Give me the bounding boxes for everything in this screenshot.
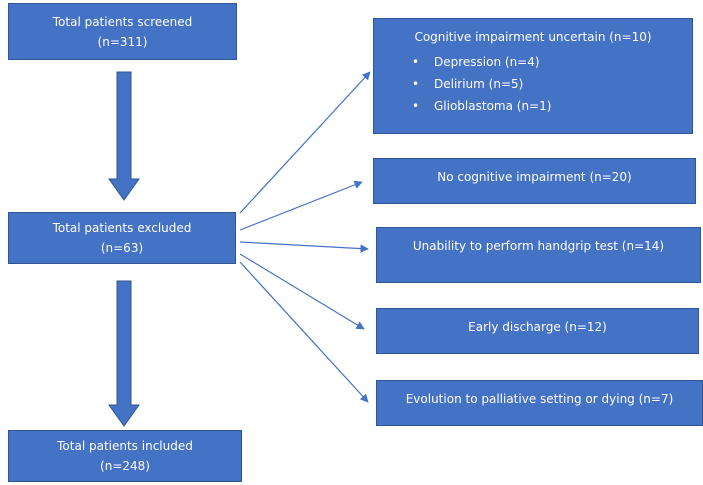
arrow-to-uncertain	[239, 71, 371, 214]
no-impairment-box: No cognitive impairment (n=20)	[373, 158, 696, 204]
uncertain-box: Cognitive impairment uncertain (n=10) • …	[373, 18, 693, 134]
included-box: Total patients included (n=248)	[8, 430, 242, 482]
list-item-text: Glioblastoma (n=1)	[434, 99, 552, 113]
list-item-text: Depression (n=4)	[434, 55, 540, 69]
list-item-text: Delirium (n=5)	[434, 77, 524, 91]
included-count: (n=248)	[100, 459, 150, 473]
no-impairment-label: No cognitive impairment (n=20)	[437, 170, 632, 184]
early-discharge-box: Early discharge (n=12)	[376, 308, 699, 354]
excluded-label: Total patients excluded	[52, 221, 192, 235]
handgrip-label: Unability to perform handgrip test (n=14…	[412, 239, 665, 253]
arrow-to-no-impairment	[239, 180, 363, 231]
palliative-label: Evolution to palliative setting or dying…	[405, 392, 674, 406]
palliative-box: Evolution to palliative setting or dying…	[376, 380, 703, 426]
uncertain-list: • Depression (n=4) • Delirium (n=5) • Gl…	[374, 51, 692, 117]
arrow-to-handgrip	[239, 241, 369, 253]
bullet-icon: •	[412, 99, 420, 113]
arrow-to-early-discharge	[239, 253, 365, 330]
excluded-count: (n=63)	[100, 241, 144, 255]
handgrip-box: Unability to perform handgrip test (n=14…	[376, 227, 701, 283]
list-item: • Delirium (n=5)	[374, 73, 692, 95]
down-arrow-excluded-to-included	[108, 280, 140, 427]
screened-count: (n=311)	[97, 34, 148, 49]
screened-box: Total patients screened (n=311)	[8, 3, 237, 60]
down-arrow-screened-to-excluded	[108, 71, 140, 201]
early-discharge-label: Early discharge (n=12)	[468, 320, 607, 334]
excluded-box: Total patients excluded (n=63)	[8, 212, 236, 264]
list-item: • Depression (n=4)	[374, 51, 692, 73]
uncertain-title: Cognitive impairment uncertain (n=10)	[414, 30, 652, 44]
bullet-icon: •	[412, 55, 420, 69]
arrow-to-palliative	[239, 261, 369, 403]
included-label: Total patients included	[57, 439, 193, 453]
bullet-icon: •	[412, 77, 420, 91]
list-item: • Glioblastoma (n=1)	[374, 95, 692, 117]
screened-label: Total patients screened	[52, 14, 193, 29]
